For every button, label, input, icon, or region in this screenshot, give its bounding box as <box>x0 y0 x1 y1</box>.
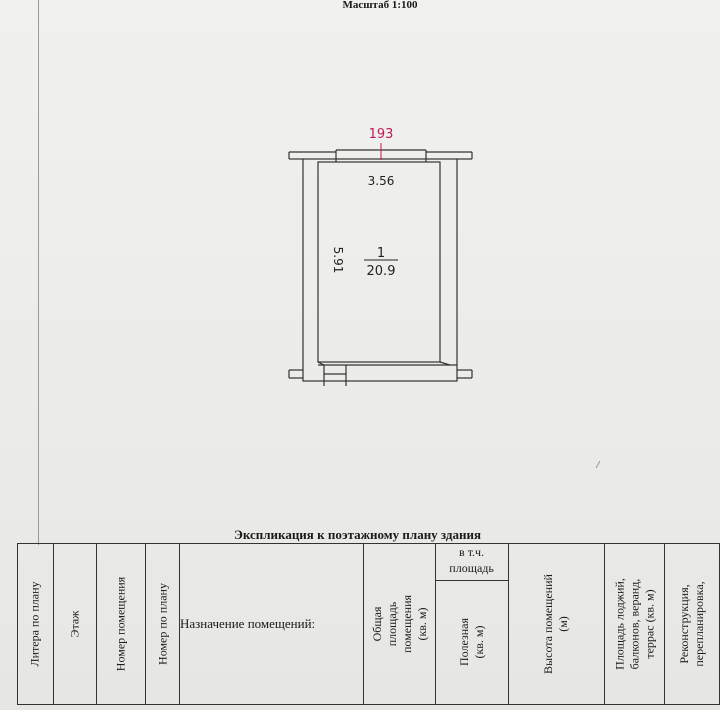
col-room-height: Высота помещений (м) <box>507 543 606 705</box>
room-area: 20.9 <box>367 264 396 279</box>
col-including-area: в т.ч. площадь Полезная (кв. м) <box>434 543 509 705</box>
col-total-area: Общая площадь помещения (кв. м) <box>363 543 436 705</box>
explication-header-row: Литера по плану Этаж Номер помещения Ном… <box>17 543 720 705</box>
room-length-label: 5.91 <box>331 247 345 274</box>
including-header: в т.ч. площадь <box>435 544 508 581</box>
col-litera: Литера по плану <box>17 543 54 705</box>
col-plan-number: Номер по плану <box>145 543 180 705</box>
col-room-number: Номер помещения <box>95 543 147 705</box>
explication-table: Литера по плану Этаж Номер помещения Ном… <box>17 543 720 705</box>
room-width-label: 3.56 <box>368 174 395 188</box>
scale-title: Масштаб 1:100 <box>342 0 418 11</box>
inner-wall <box>317 161 441 363</box>
room-number: 1 <box>377 246 385 261</box>
col-floor: Этаж <box>52 543 98 705</box>
building-number: 193 <box>369 127 394 142</box>
col-purpose: Назначение помещений: <box>178 543 365 705</box>
explication-title: Экспликация к поэтажному плану здания <box>234 527 482 542</box>
page-margin-line <box>38 0 39 545</box>
outer-wall <box>302 158 458 382</box>
stray-mark <box>595 460 601 469</box>
col-reconstruction: Реконструкция, перепланировка, <box>663 543 720 705</box>
plan-walls <box>288 149 473 386</box>
col-loggia-area: Площадь лоджий, балконов, веранд, террас… <box>604 543 665 705</box>
col-useful-area: Полезная (кв. м) <box>456 618 486 666</box>
